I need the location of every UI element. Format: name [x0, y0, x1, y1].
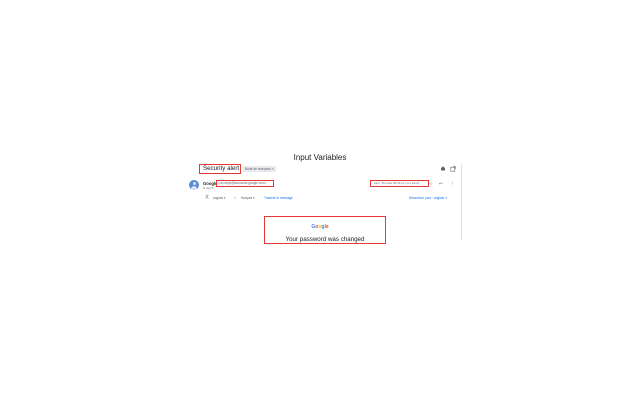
- sender-email-highlight-box: [216, 179, 274, 187]
- email-date: sam. 15 mars 20:16 (il y a 2 jours): [374, 181, 420, 185]
- target-language-dropdown[interactable]: français ▾: [241, 196, 255, 200]
- date-highlight-box: [370, 179, 429, 187]
- translate-message-link[interactable]: Traduire le message: [264, 196, 293, 200]
- star-icon[interactable]: ☆: [429, 181, 434, 186]
- reading-pane-divider: [461, 164, 462, 240]
- page-title: Input Variables: [293, 153, 347, 162]
- recipient-dropdown[interactable]: À moi ▾: [203, 186, 214, 190]
- sender-name: Google: [203, 181, 218, 186]
- disable-translation-link[interactable]: Désactiver pour : anglais ✕: [409, 195, 448, 200]
- subject-highlight-box: [199, 164, 241, 174]
- source-language-dropdown[interactable]: anglais ▾: [213, 196, 226, 200]
- open-in-new-window-icon[interactable]: [450, 166, 456, 172]
- email-body-headline: Your password was changed: [285, 236, 365, 243]
- reply-icon[interactable]: ↩: [439, 181, 443, 186]
- language-arrow: >: [234, 196, 236, 200]
- sender-avatar: [189, 180, 199, 190]
- print-icon[interactable]: [440, 166, 446, 172]
- translate-icon: 文: [205, 193, 211, 200]
- email-subject: Security alert: [203, 165, 240, 172]
- email-body-highlight-box: [264, 216, 386, 244]
- svg-text:文: 文: [205, 194, 209, 199]
- sender-email: <no-reply@accounts.google.com>: [218, 181, 267, 185]
- inbox-label-chip[interactable]: Boîte de réception ×: [243, 166, 276, 172]
- more-vert-icon[interactable]: ⋮: [450, 181, 455, 186]
- google-logo: Google: [311, 224, 329, 230]
